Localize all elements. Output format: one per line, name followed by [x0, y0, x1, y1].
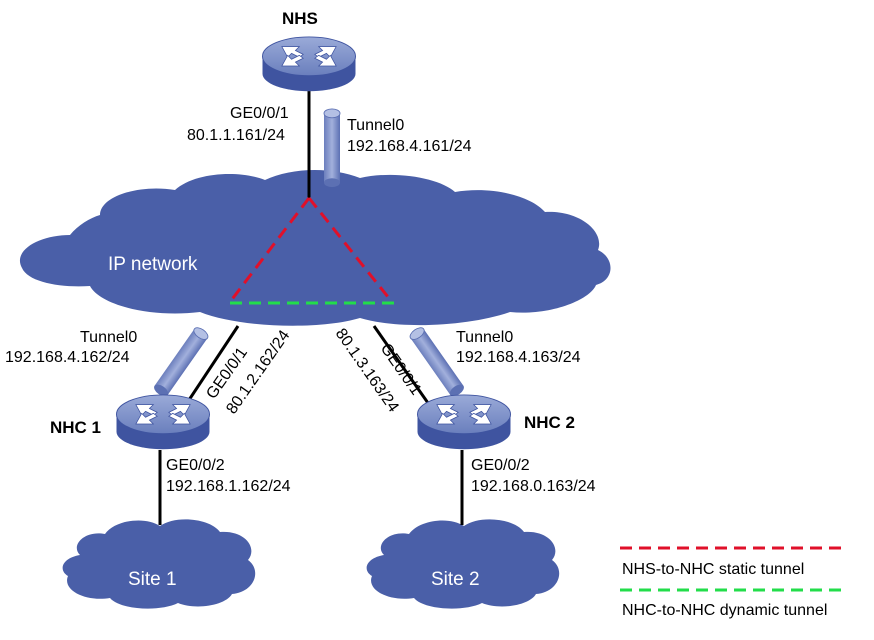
legend: NHS-to-NHC static tunnel NHC-to-NHC dyna…: [620, 546, 842, 619]
nhs-ge-ip: 80.1.1.161/24: [187, 127, 285, 144]
nhc1-router-icon: [115, 394, 211, 450]
nhc2-name: NHC 2: [524, 413, 575, 432]
nhs-tunnel-pipe: [323, 108, 341, 188]
ip-network-label: IP network: [108, 254, 198, 275]
nhs-router-icon: [261, 36, 357, 92]
site1-cloud: Site 1: [62, 519, 256, 609]
nhc2-tunnel-label: Tunnel0: [456, 329, 513, 346]
nhc1-tunnel-label: Tunnel0: [80, 329, 137, 346]
nhs-tunnel-label: Tunnel0: [347, 117, 404, 134]
nhc2-tunnel-ip: 192.168.4.163/24: [456, 349, 581, 366]
nhc2-router-icon: [416, 394, 512, 450]
nhs-name: NHS: [282, 9, 318, 28]
static-tunnel-nhc2: [307, 197, 394, 303]
physical-links: [158, 85, 464, 525]
legend-dynamic-label: NHC-to-NHC dynamic tunnel: [622, 602, 827, 619]
nhc2-ge2-label: GE0/0/2: [471, 457, 530, 474]
site2-label: Site 2: [431, 569, 480, 590]
nhc1-name: NHC 1: [50, 418, 101, 437]
link-nhc1-network: [185, 325, 240, 404]
nhc1-ge2-label: GE0/0/2: [166, 457, 225, 474]
nhc1-ge2-ip: 192.168.1.162/24: [166, 478, 291, 495]
nhs-tunnel-ip: 192.168.4.161/24: [347, 138, 472, 155]
nhs-ge-label: GE0/0/1: [230, 105, 289, 122]
legend-static-label: NHS-to-NHC static tunnel: [622, 561, 804, 578]
nhc1-tunnel-pipe: [151, 324, 211, 400]
link-nhc2-network: [372, 325, 430, 404]
nhc1-tunnel-ip: 192.168.4.162/24: [5, 349, 130, 366]
ip-network-cloud: IP network: [19, 169, 611, 326]
static-tunnel-nhc1: [228, 197, 311, 303]
site2-cloud: Site 2: [366, 519, 560, 609]
nhc2-ge2-ip: 192.168.0.163/24: [471, 478, 596, 495]
site1-label: Site 1: [128, 569, 177, 590]
tunnel-triangle: [228, 197, 398, 305]
